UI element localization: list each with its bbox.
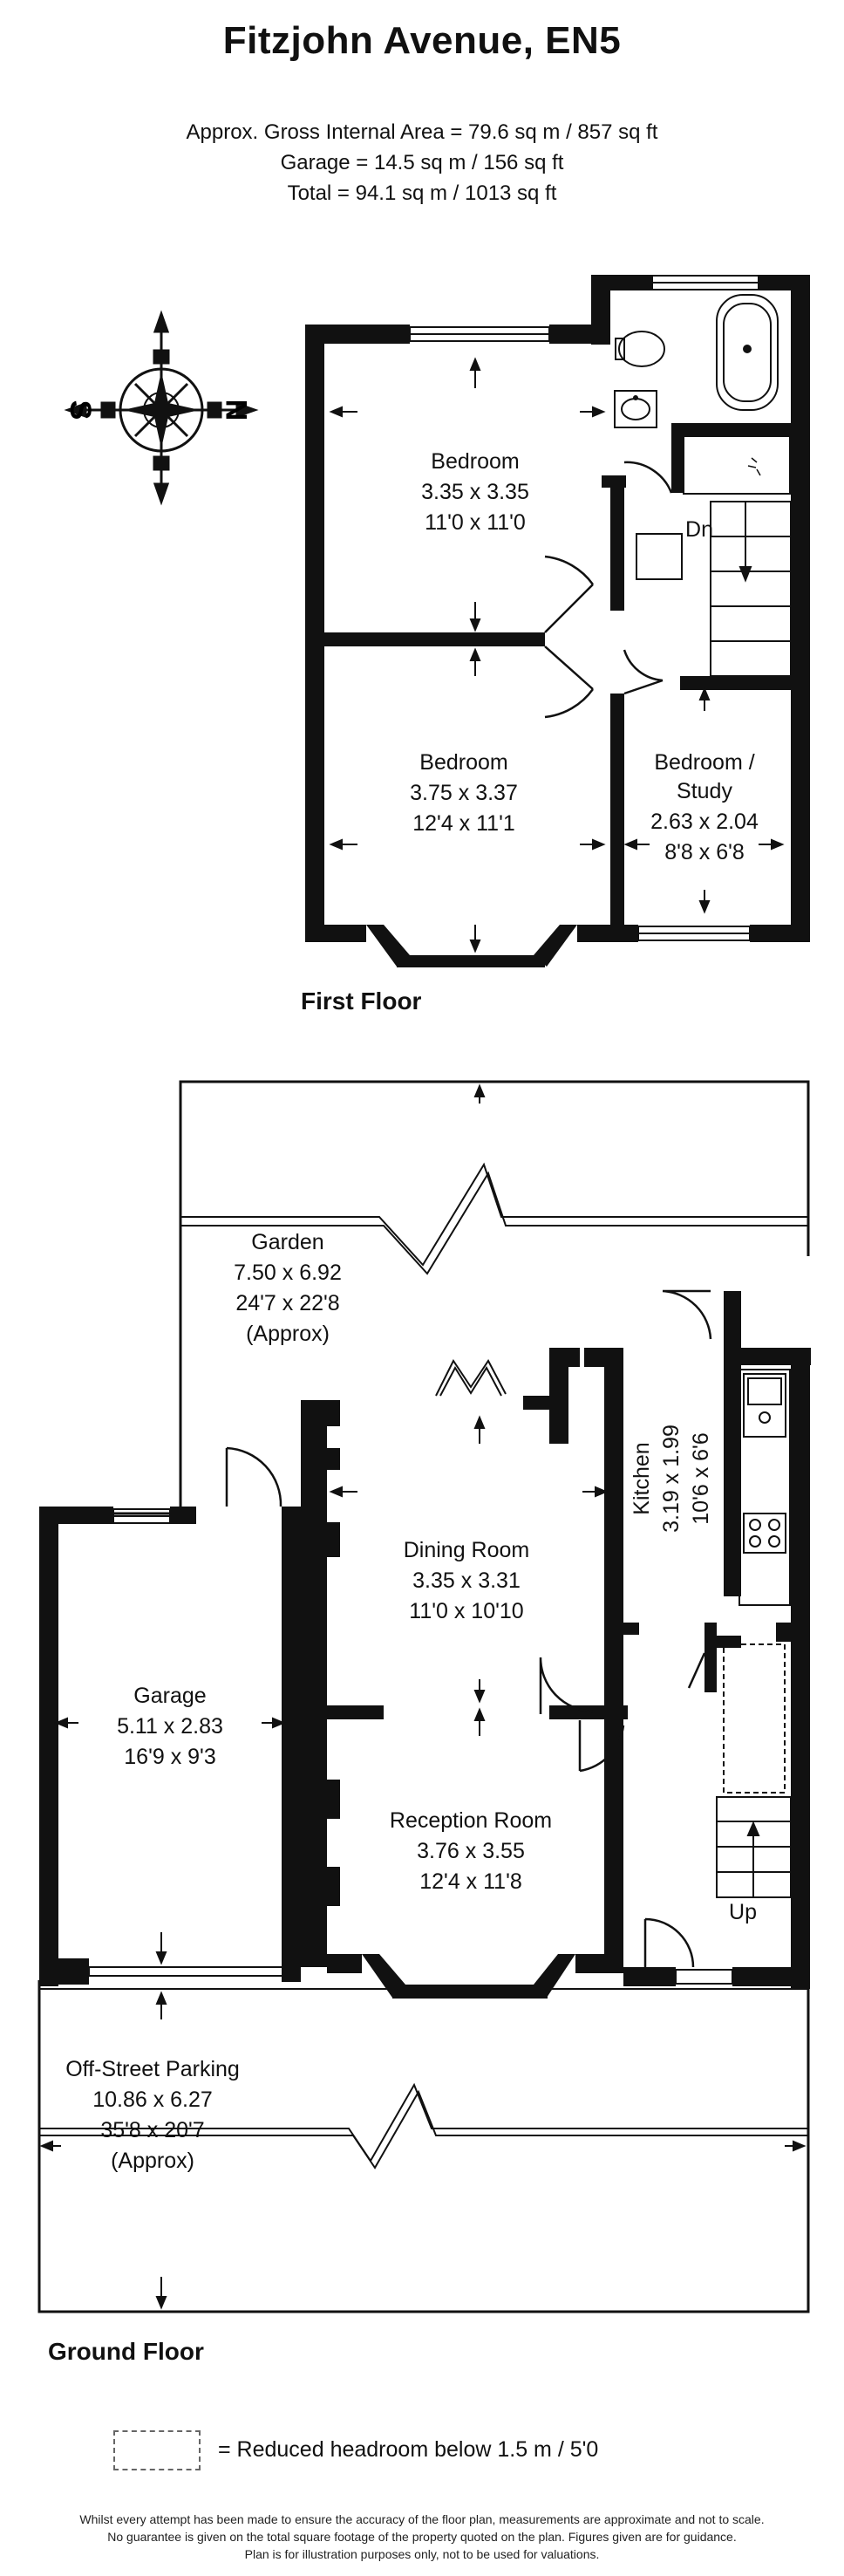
ground-floor-label: Ground Floor (48, 2338, 204, 2365)
room-reception-imperial: 12'4 x 11'8 (419, 1869, 522, 1894)
first-floor-windows (409, 275, 759, 967)
room-reception-name: Reception Room (390, 1808, 552, 1833)
room-study-metric: 2.63 x 2.04 (650, 810, 759, 834)
first-floor-dimension-arrows (329, 357, 785, 953)
room-dining-name: Dining Room (404, 1538, 530, 1562)
page-title: Fitzjohn Avenue, EN5 (222, 19, 622, 62)
room-garage-name: Garage (133, 1684, 206, 1708)
room-reception-metric: 3.76 x 3.55 (417, 1839, 525, 1863)
first-floor-stairs (636, 501, 792, 677)
room-garden-name: Garden (251, 1230, 323, 1254)
first-floor-walls (305, 275, 810, 967)
ground-floor-walls (39, 1291, 811, 1999)
room-bedroom-1-metric: 3.35 x 3.35 (421, 480, 529, 504)
room-garden-note: (Approx) (246, 1322, 330, 1346)
disclaimer-line-3: Plan is for illustration purposes only, … (244, 2547, 600, 2561)
ground-floor-doors (225, 1289, 712, 1968)
room-bedroom-2-metric: 3.75 x 3.37 (410, 781, 518, 805)
room-kitchen-metric: 3.19 x 1.99 (659, 1425, 684, 1533)
room-study-imperial: 8'8 x 6'8 (664, 840, 745, 864)
room-garage-metric: 5.11 x 2.83 (117, 1714, 223, 1739)
first-floor-stairs-label: Dn (685, 517, 713, 542)
first-floor-label: First Floor (301, 987, 422, 1015)
room-bedroom-2-imperial: 12'4 x 11'1 (412, 811, 515, 836)
bathroom-fixtures (614, 294, 791, 495)
room-study-name: Bedroom / (654, 750, 754, 775)
room-bedroom-1-name: Bedroom (431, 449, 519, 474)
disclaimer-line-2: No guarantee is given on the total squar… (107, 2530, 737, 2544)
ground-floor-stairs (716, 1643, 792, 1898)
room-bedroom-1-imperial: 11'0 x 11'0 (425, 510, 526, 535)
ground-floor-windows (88, 1508, 733, 1998)
gross-area-line: Approx. Gross Internal Area = 79.6 sq m … (186, 120, 658, 144)
compass-icon (64, 310, 259, 506)
room-parking-imperial: 35'8 x 20'7 (100, 2118, 204, 2142)
room-bedroom-2-name: Bedroom (419, 750, 507, 775)
room-garden-metric: 7.50 x 6.92 (234, 1261, 342, 1285)
compass-south-letter: S (64, 400, 97, 420)
compass-north-letter: N (221, 400, 254, 421)
room-garden-imperial: 24'7 x 22'8 (235, 1291, 339, 1315)
reduced-headroom-legend: = Reduced headroom below 1.5 m / 5'0 (218, 2437, 599, 2462)
ground-floor-dimension-arrows (39, 1083, 807, 2310)
ground-floor-stairs-label: Up (729, 1900, 757, 1924)
room-parking-name: Off-Street Parking (65, 2057, 240, 2081)
first-floor-doors (544, 461, 673, 719)
room-kitchen-name: Kitchen (630, 1442, 654, 1514)
room-dining-metric: 3.35 x 3.31 (412, 1568, 521, 1593)
room-study-name-2: Study (677, 779, 732, 803)
total-area-line: Total = 94.1 sq m / 1013 sq ft (287, 181, 557, 205)
disclaimer-line-1: Whilst every attempt has been made to en… (79, 2512, 765, 2526)
reduced-headroom-swatch (113, 2430, 201, 2470)
room-parking-note: (Approx) (111, 2149, 194, 2173)
room-parking-metric: 10.86 x 6.27 (92, 2087, 213, 2112)
kitchen-fittings (738, 1369, 791, 1606)
room-dining-imperial: 11'0 x 10'10 (409, 1599, 523, 1623)
garage-area-line: Garage = 14.5 sq m / 156 sq ft (280, 151, 564, 174)
room-garage-imperial: 16'9 x 9'3 (124, 1745, 215, 1769)
room-kitchen-imperial: 10'6 x 6'6 (689, 1432, 713, 1524)
